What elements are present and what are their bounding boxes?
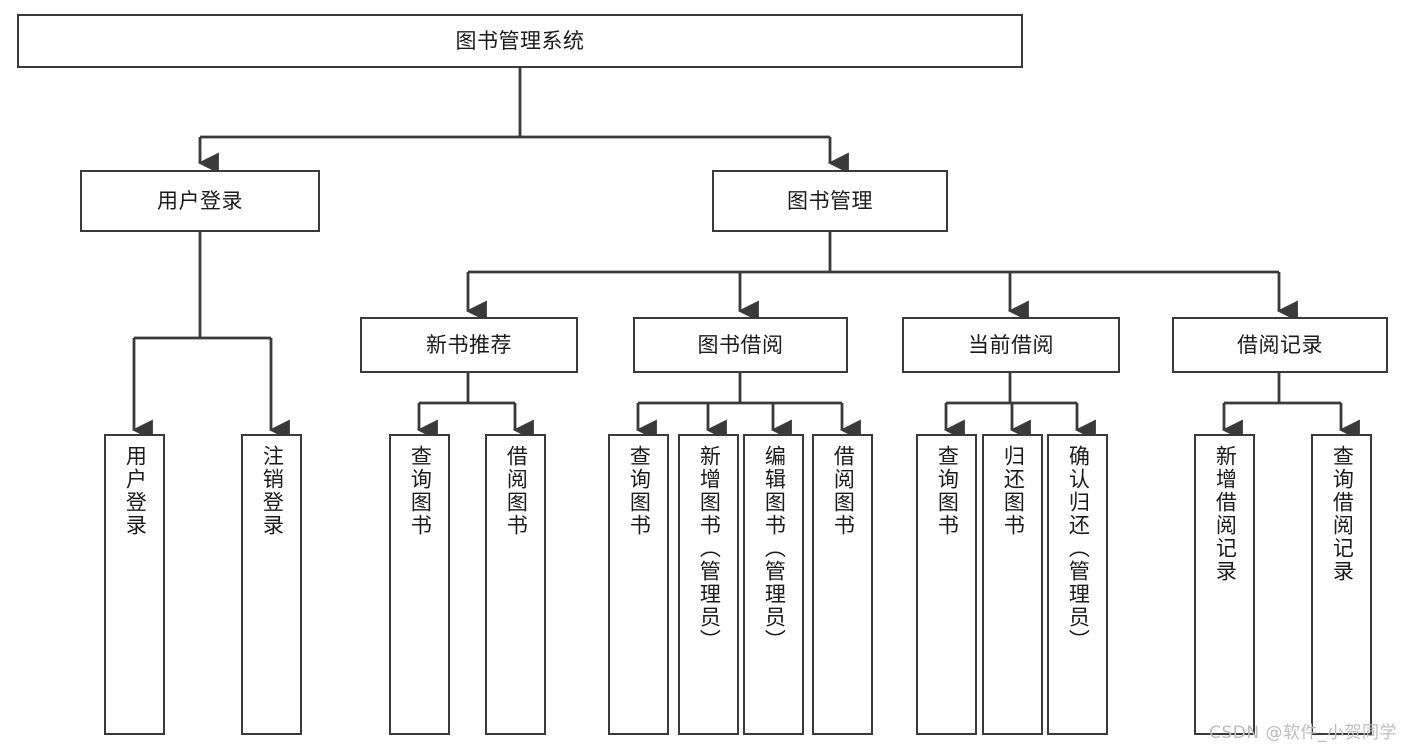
- node-leaf-edit-book-label: 编辑图书（管理员）: [762, 445, 787, 652]
- node-root[interactable]: 图书管理系统: [17, 14, 1023, 68]
- node-book-borrow-label: 图书借阅: [697, 332, 784, 357]
- node-leaf-query-book-3-label: 查询图书: [935, 445, 960, 537]
- node-leaf-query-book-1-label: 查询图书: [408, 445, 433, 537]
- node-leaf-confirm-return[interactable]: 确认归还（管理员）: [1047, 434, 1108, 735]
- node-user-login[interactable]: 用户登录: [80, 170, 320, 232]
- node-leaf-borrow-book-2-label: 借阅图书: [831, 445, 856, 537]
- node-leaf-add-record-label: 新增借阅记录: [1213, 445, 1238, 583]
- node-book-manage[interactable]: 图书管理: [712, 170, 948, 232]
- node-leaf-user-login[interactable]: 用户登录: [104, 434, 165, 735]
- node-leaf-add-record[interactable]: 新增借阅记录: [1194, 434, 1255, 735]
- watermark: CSDN @软件_小贺同学: [1209, 723, 1397, 743]
- node-root-label: 图书管理系统: [455, 28, 585, 53]
- node-leaf-return-book[interactable]: 归还图书: [982, 434, 1043, 735]
- node-book-borrow[interactable]: 图书借阅: [633, 317, 848, 373]
- node-book-manage-label: 图书管理: [787, 188, 873, 213]
- node-leaf-query-book-3[interactable]: 查询图书: [916, 434, 977, 735]
- node-leaf-return-book-label: 归还图书: [1001, 445, 1026, 537]
- node-current-borrow[interactable]: 当前借阅: [902, 317, 1120, 373]
- node-borrow-record[interactable]: 借阅记录: [1172, 317, 1388, 373]
- node-leaf-query-book-2[interactable]: 查询图书: [608, 434, 669, 735]
- node-leaf-user-login-label: 用户登录: [123, 445, 148, 537]
- node-new-book-recommend[interactable]: 新书推荐: [360, 317, 578, 373]
- node-leaf-query-book-2-label: 查询图书: [627, 445, 652, 537]
- node-leaf-query-book-1[interactable]: 查询图书: [389, 434, 450, 735]
- node-borrow-record-label: 借阅记录: [1237, 332, 1323, 357]
- node-leaf-add-book[interactable]: 新增图书（管理员）: [678, 434, 739, 735]
- node-leaf-add-book-label: 新增图书（管理员）: [697, 445, 722, 652]
- node-leaf-logout-label: 注销登录: [260, 445, 285, 537]
- node-leaf-query-record[interactable]: 查询借阅记录: [1311, 434, 1372, 735]
- node-leaf-borrow-book-1-label: 借阅图书: [504, 445, 529, 537]
- node-user-login-label: 用户登录: [157, 188, 243, 213]
- node-leaf-borrow-book-2[interactable]: 借阅图书: [812, 434, 873, 735]
- node-new-book-recommend-label: 新书推荐: [426, 332, 512, 357]
- node-leaf-logout[interactable]: 注销登录: [241, 434, 302, 735]
- node-leaf-borrow-book-1[interactable]: 借阅图书: [485, 434, 546, 735]
- node-leaf-edit-book[interactable]: 编辑图书（管理员）: [743, 434, 804, 735]
- node-current-borrow-label: 当前借阅: [968, 332, 1054, 357]
- node-leaf-query-record-label: 查询借阅记录: [1330, 445, 1355, 583]
- node-leaf-confirm-return-label: 确认归还（管理员）: [1066, 445, 1091, 652]
